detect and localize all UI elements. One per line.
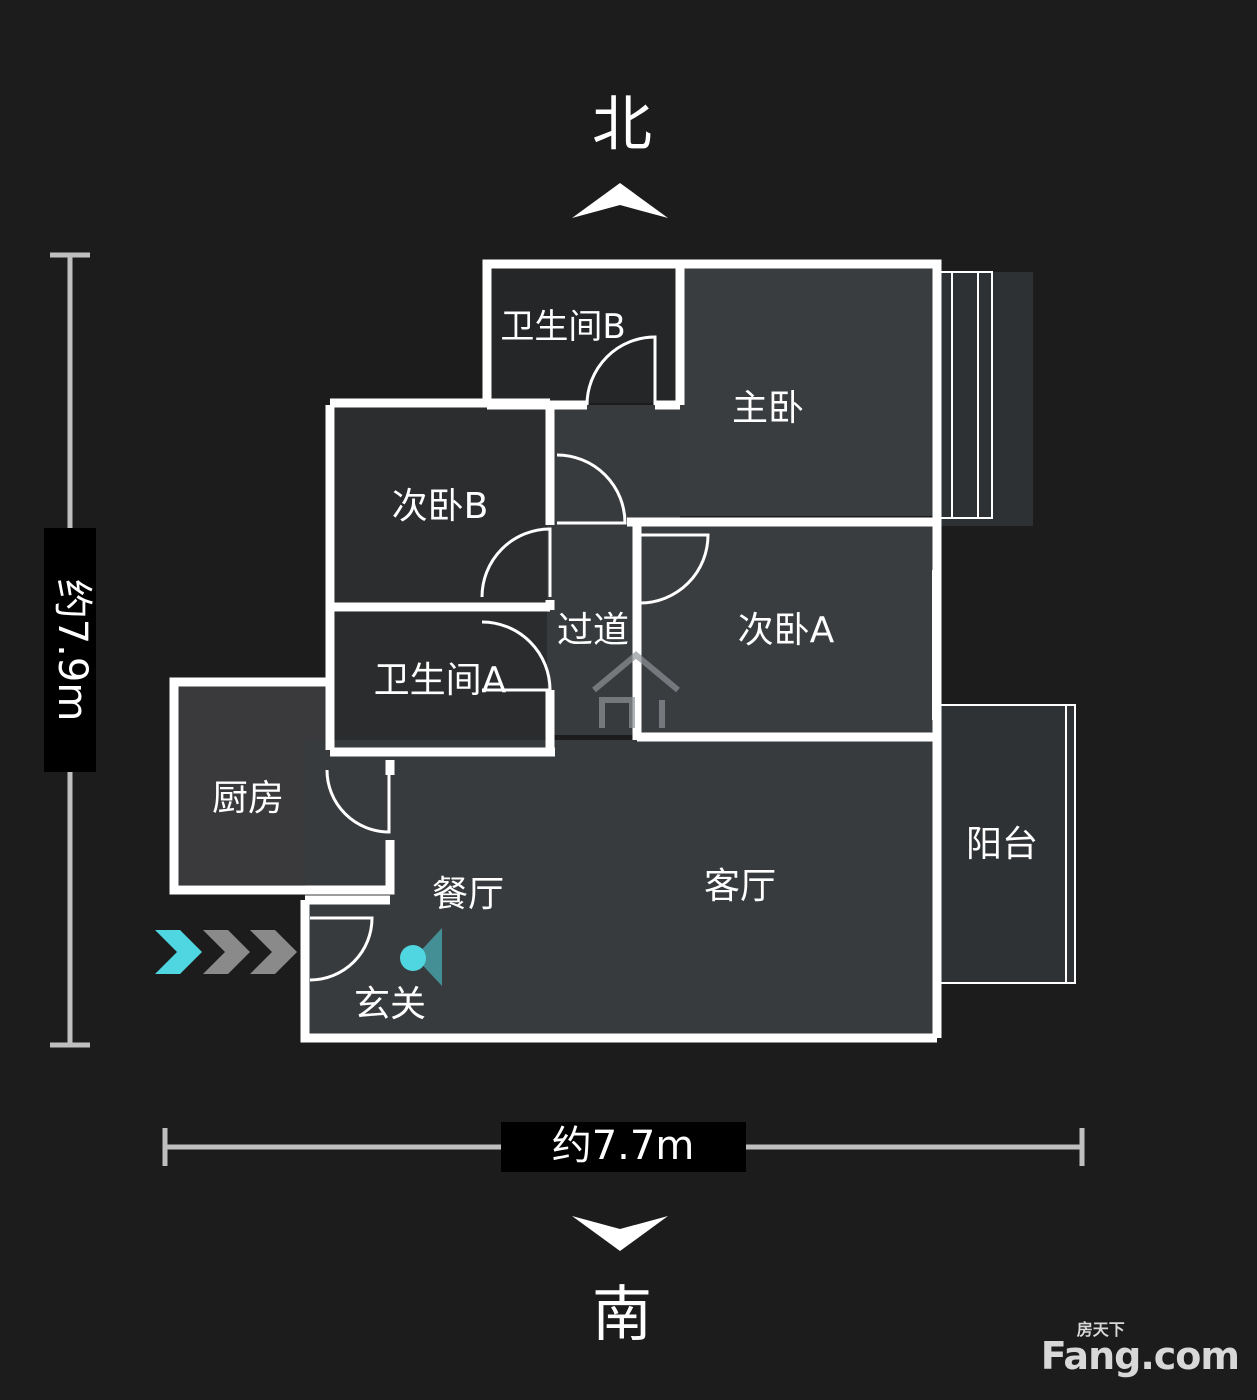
entry-arrow-icon	[155, 930, 297, 974]
north-arrow-icon	[572, 183, 668, 218]
width-dimension: 约7.7m	[162, 1122, 1085, 1172]
room-label-entrance: 玄关	[354, 984, 426, 1025]
floor-areas	[176, 266, 1075, 1038]
house-watermark-icon	[592, 651, 680, 728]
fang-logo: 房天下 Fang.com	[1040, 1320, 1240, 1378]
room-label-bedroom-a: 次卧A	[738, 610, 835, 651]
windows	[230, 271, 1076, 984]
camera-position-icon	[400, 928, 442, 986]
doors	[309, 335, 710, 982]
south-label: 南	[592, 1280, 652, 1350]
height-dimension: 约7.9m	[44, 252, 96, 1048]
room-label-hallway: 过道	[557, 610, 629, 651]
room-label-dining: 餐厅	[432, 874, 504, 915]
height-label: 约7.9m	[49, 579, 95, 722]
north-label: 北	[592, 90, 652, 160]
logo-top-text: 房天下	[1076, 1320, 1125, 1339]
room-label-bathroom-a: 卫生间A	[374, 660, 507, 701]
room-label-kitchen: 厨房	[212, 778, 284, 819]
width-label: 约7.7m	[552, 1123, 695, 1169]
south-arrow-icon	[572, 1216, 668, 1251]
room-label-bedroom-b: 次卧B	[392, 486, 489, 527]
room-label-living: 客厅	[704, 866, 776, 907]
logo-main-text: Fang.com	[1040, 1334, 1240, 1378]
room-label-master-bedroom: 主卧	[732, 388, 804, 429]
room-label-bathroom-b: 卫生间B	[500, 307, 625, 347]
room-label-balcony: 阳台	[966, 824, 1038, 865]
